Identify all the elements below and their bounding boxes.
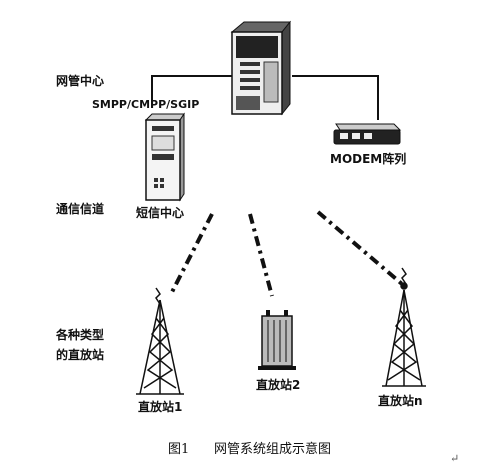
repeater-n-label: 直放站n — [378, 394, 423, 408]
repeater-types-label-1: 各种类型 — [56, 328, 105, 342]
server-icon — [230, 20, 292, 116]
nms-center-label: 网管中心 — [56, 74, 105, 88]
connection-lines — [151, 75, 379, 120]
wireless-links — [170, 210, 404, 297]
repeater-1-label: 直放站1 — [138, 400, 183, 414]
tower-icon — [382, 267, 426, 387]
channel-label: 通信信道 — [56, 202, 105, 216]
protocols-label: SMPP/CMPP/SGIP — [92, 98, 200, 111]
corner-mark: ↵ — [450, 452, 460, 465]
modem-label: MODEM阵列 — [330, 152, 407, 166]
sms-center-icon — [144, 112, 185, 202]
tower-icon — [136, 287, 184, 395]
sms-center-label: 短信中心 — [136, 206, 185, 220]
figure-caption: 网管系统组成示意图 — [214, 442, 332, 457]
repeater-2-label: 直放站2 — [256, 378, 301, 392]
repeater-box-icon — [258, 310, 296, 370]
figure-number: 图1 — [168, 442, 190, 457]
modem-icon — [333, 123, 402, 145]
repeater-types-label-2: 的直放站 — [56, 348, 105, 362]
